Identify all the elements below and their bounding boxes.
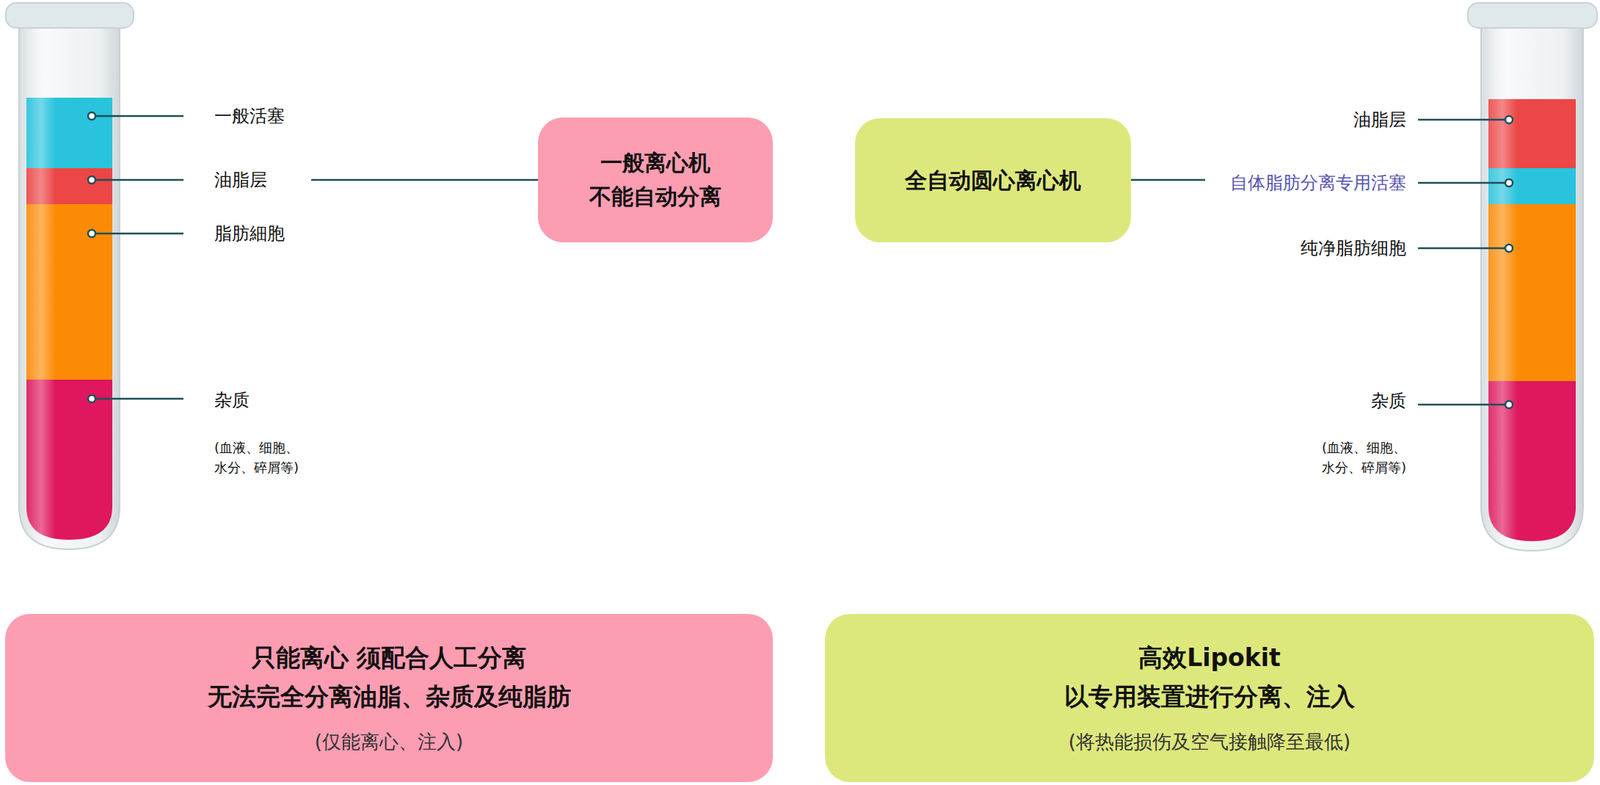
part-label: 脂肪細胞 xyxy=(214,222,285,245)
note-label: (血液、细胞、 水分、碎屑等) xyxy=(214,437,304,478)
box-text: 全自动圆心离心机 xyxy=(904,165,1082,196)
part-label: 油脂层 xyxy=(214,168,268,191)
part-label: 自体脂肪分离专用活塞 xyxy=(1230,171,1407,194)
part-label: 杂质 xyxy=(214,388,250,412)
part-label: 油脂层 xyxy=(1353,108,1407,131)
note-text: (将热能损伤及空气接触降至最低) xyxy=(1068,726,1351,758)
test-tube xyxy=(1467,2,1598,551)
part-label: 一般活塞 xyxy=(214,104,285,127)
box-text: 无法完全分离油脂、杂质及纯脂肪 xyxy=(207,677,572,717)
box-text: 一般离心机 不能自动分离 xyxy=(587,146,724,215)
process-box: 一般离心机 不能自动分离 xyxy=(537,117,773,243)
process-box: 全自动圆心离心机 xyxy=(855,118,1132,243)
test-tube xyxy=(5,2,134,549)
leader-line xyxy=(91,115,1509,405)
part-label: 杂质 xyxy=(1371,389,1407,412)
box-text: 高效Lipokit xyxy=(1138,638,1281,678)
box-text: 只能离心 须配合人工分离 xyxy=(251,638,527,678)
leader-dot xyxy=(88,112,1513,409)
summary-box: 只能离心 须配合人工分离无法完全分离油脂、杂质及纯脂肪 (仅能离心、注入) xyxy=(5,613,773,782)
note-label: (血液、细胞、 水分、碎屑等) xyxy=(1316,437,1407,478)
note-text: (仅能离心、注入) xyxy=(314,726,464,758)
summary-box: 高效Lipokit以专用装置进行分离、注入 (将热能损伤及空气接触降至最低) xyxy=(824,613,1595,782)
part-label: 纯净脂肪细胞 xyxy=(1300,237,1407,260)
box-text: 以专用装置进行分离、注入 xyxy=(1064,677,1355,717)
